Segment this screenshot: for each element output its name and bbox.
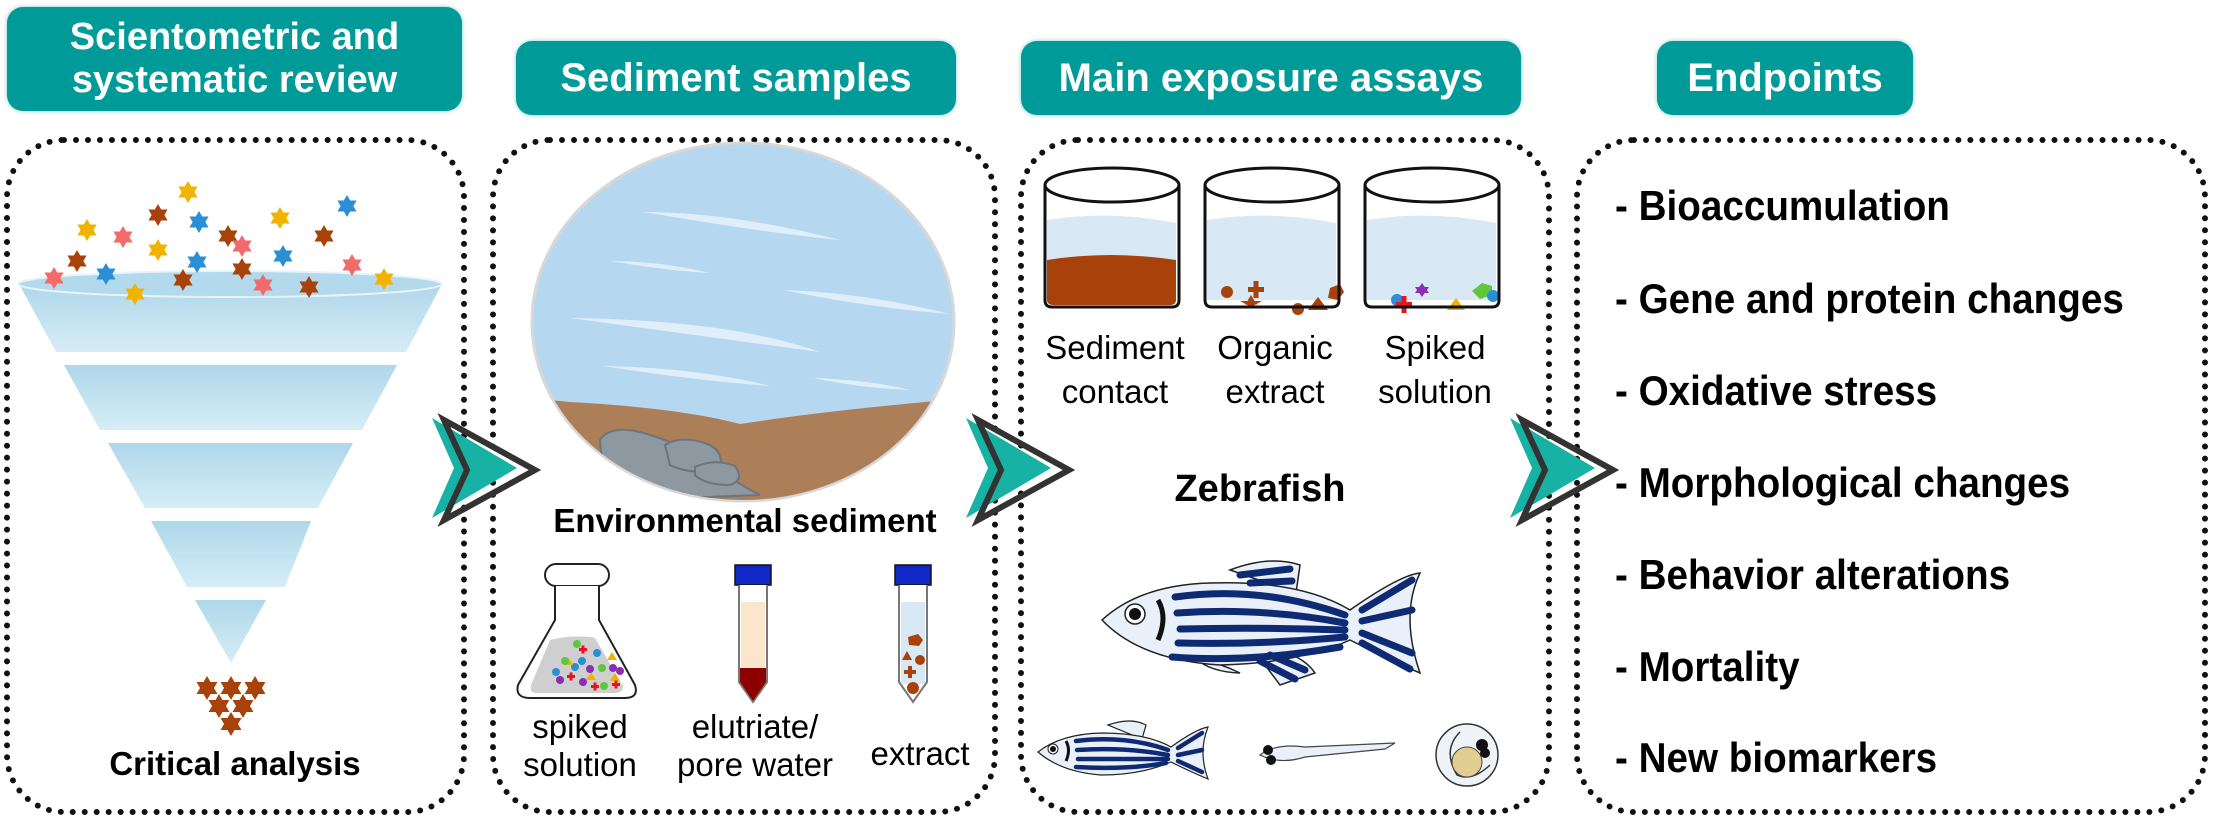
arrow-icon-1: [432, 412, 542, 528]
filtered-stars: [196, 676, 266, 736]
funnel-band-2: [64, 365, 397, 430]
endpoint-item: - New biomarkers: [1615, 734, 1938, 781]
endpoint-item: - Morphological changes: [1615, 459, 2071, 506]
endpoint-item: - Mortality: [1615, 643, 1800, 690]
assay-label-spiked-solution-line1: Spiked: [1384, 329, 1486, 366]
assay-label-organic-extract-line1: Organic: [1217, 329, 1333, 366]
sample-label-spiked: spiked solution: [510, 708, 650, 784]
juvenile-zebrafish-icon: [1037, 720, 1210, 781]
funnel-illustration: [17, 181, 443, 736]
sample-label-extract: extract: [855, 735, 985, 773]
header-review: Scientometric and systematic review: [7, 7, 462, 111]
water-ripples: [570, 212, 950, 390]
header-sediment-text: Sediment samples: [560, 55, 912, 100]
assay-label-organic-extract-line2: extract: [1225, 373, 1325, 410]
beaker-sediment-contact: [1043, 166, 1181, 309]
flask-icon: [516, 563, 637, 699]
caption-environmental-sediment: Environmental sediment: [553, 502, 937, 539]
sediment-scene-illustration: [530, 141, 956, 503]
organism-title: Zebrafish: [1174, 468, 1346, 510]
funnel-band-5: [195, 600, 266, 663]
endpoint-item: - Gene and protein changes: [1615, 275, 2124, 322]
funnel-band-3: [108, 443, 353, 508]
assay-label-sediment-contact: Sediment contact: [1035, 326, 1195, 414]
assay-label-sediment-contact-line1: Sediment: [1045, 329, 1185, 366]
sample-label-extract-line1: extract: [870, 735, 970, 772]
beaker-organic-extract: [1203, 166, 1344, 315]
assay-label-organic-extract: Organic extract: [1195, 326, 1355, 414]
header-assays: Main exposure assays: [1021, 41, 1521, 115]
sample-label-spiked-line1: spiked: [532, 708, 628, 745]
elutriate-tube-icon: [734, 564, 772, 704]
funnel-band-4: [151, 521, 311, 587]
sample-label-elutriate-line1: elutriate/: [691, 708, 819, 745]
beakers-illustration: [1043, 166, 1501, 315]
embryo-icon: [1435, 723, 1499, 787]
header-assays-text: Main exposure assays: [1058, 55, 1484, 100]
sample-label-elutriate-line2: pore water: [677, 746, 833, 783]
sample-label-elutriate: elutriate/ pore water: [660, 708, 850, 784]
larva-icon: [1258, 742, 1396, 765]
header-endpoints: Endpoints: [1657, 41, 1913, 115]
funnel-rim: [17, 270, 443, 298]
flask-particles: [552, 640, 624, 691]
endpoint-item: - Behavior alterations: [1615, 551, 2011, 598]
assay-label-spiked-solution-line2: solution: [1378, 373, 1492, 410]
header-review-line2: systematic review: [71, 59, 398, 101]
assay-label-spiked-solution: Spiked solution: [1355, 326, 1515, 414]
funnel-bands: [19, 284, 442, 663]
endpoint-item: - Oxidative stress: [1615, 367, 1938, 414]
assay-label-sediment-contact-line2: contact: [1061, 373, 1169, 410]
header-sediment: Sediment samples: [516, 41, 956, 115]
arrow-icon-3: [1510, 412, 1620, 528]
caption-critical-analysis: Critical analysis: [109, 745, 361, 782]
funnel-band-1: [19, 284, 442, 352]
header-endpoints-text: Endpoints: [1687, 55, 1883, 100]
arrow-icon-2: [966, 412, 1076, 528]
beaker-spiked-solution: [1363, 166, 1501, 313]
header-review-line1: Scientometric and: [69, 16, 400, 59]
endpoint-item: - Bioaccumulation: [1615, 182, 1950, 229]
sample-label-spiked-line2: solution: [523, 746, 637, 783]
extract-tube-icon: [894, 564, 932, 704]
adult-zebrafish-icon: [1100, 560, 1422, 686]
